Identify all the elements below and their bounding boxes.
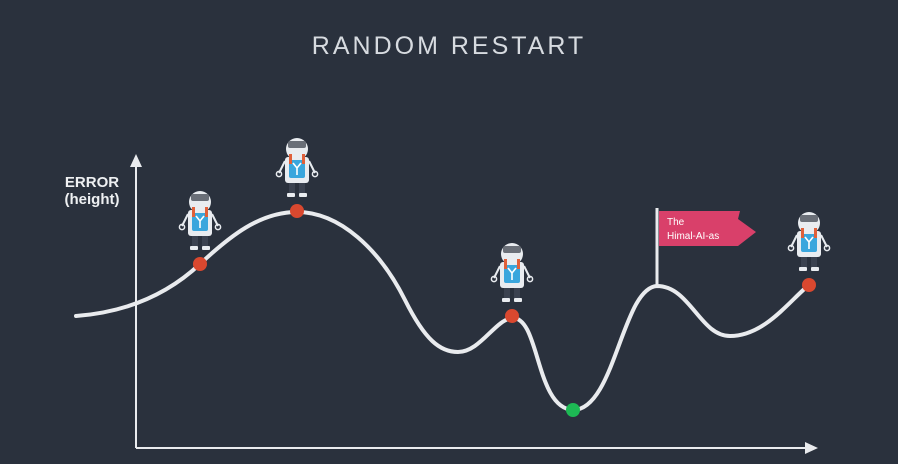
y-axis-label: ERROR (height): [52, 174, 132, 208]
x-axis-arrowhead: [805, 442, 818, 454]
flag-icon: The Himal-AI-as: [655, 208, 756, 286]
restart-point: [193, 257, 207, 271]
restart-point: [290, 204, 304, 218]
y-axis-label-line1: ERROR: [64, 174, 120, 191]
flag-text-line1: The: [667, 217, 685, 228]
restart-point: [802, 278, 816, 292]
robot-icon: [275, 137, 319, 198]
restart-point: [505, 309, 519, 323]
robot-icon: [787, 211, 831, 272]
global-minimum-point: [566, 403, 580, 417]
robot-icon: [490, 242, 534, 303]
slide-title: RANDOM RESTART: [311, 32, 587, 60]
robot-icon: [178, 190, 222, 251]
flag-text-line2: Himal-AI-as: [667, 231, 719, 242]
error-curve: [74, 209, 811, 413]
y-axis-label-line2: (height): [64, 191, 120, 208]
y-axis-arrowhead: [130, 154, 142, 167]
